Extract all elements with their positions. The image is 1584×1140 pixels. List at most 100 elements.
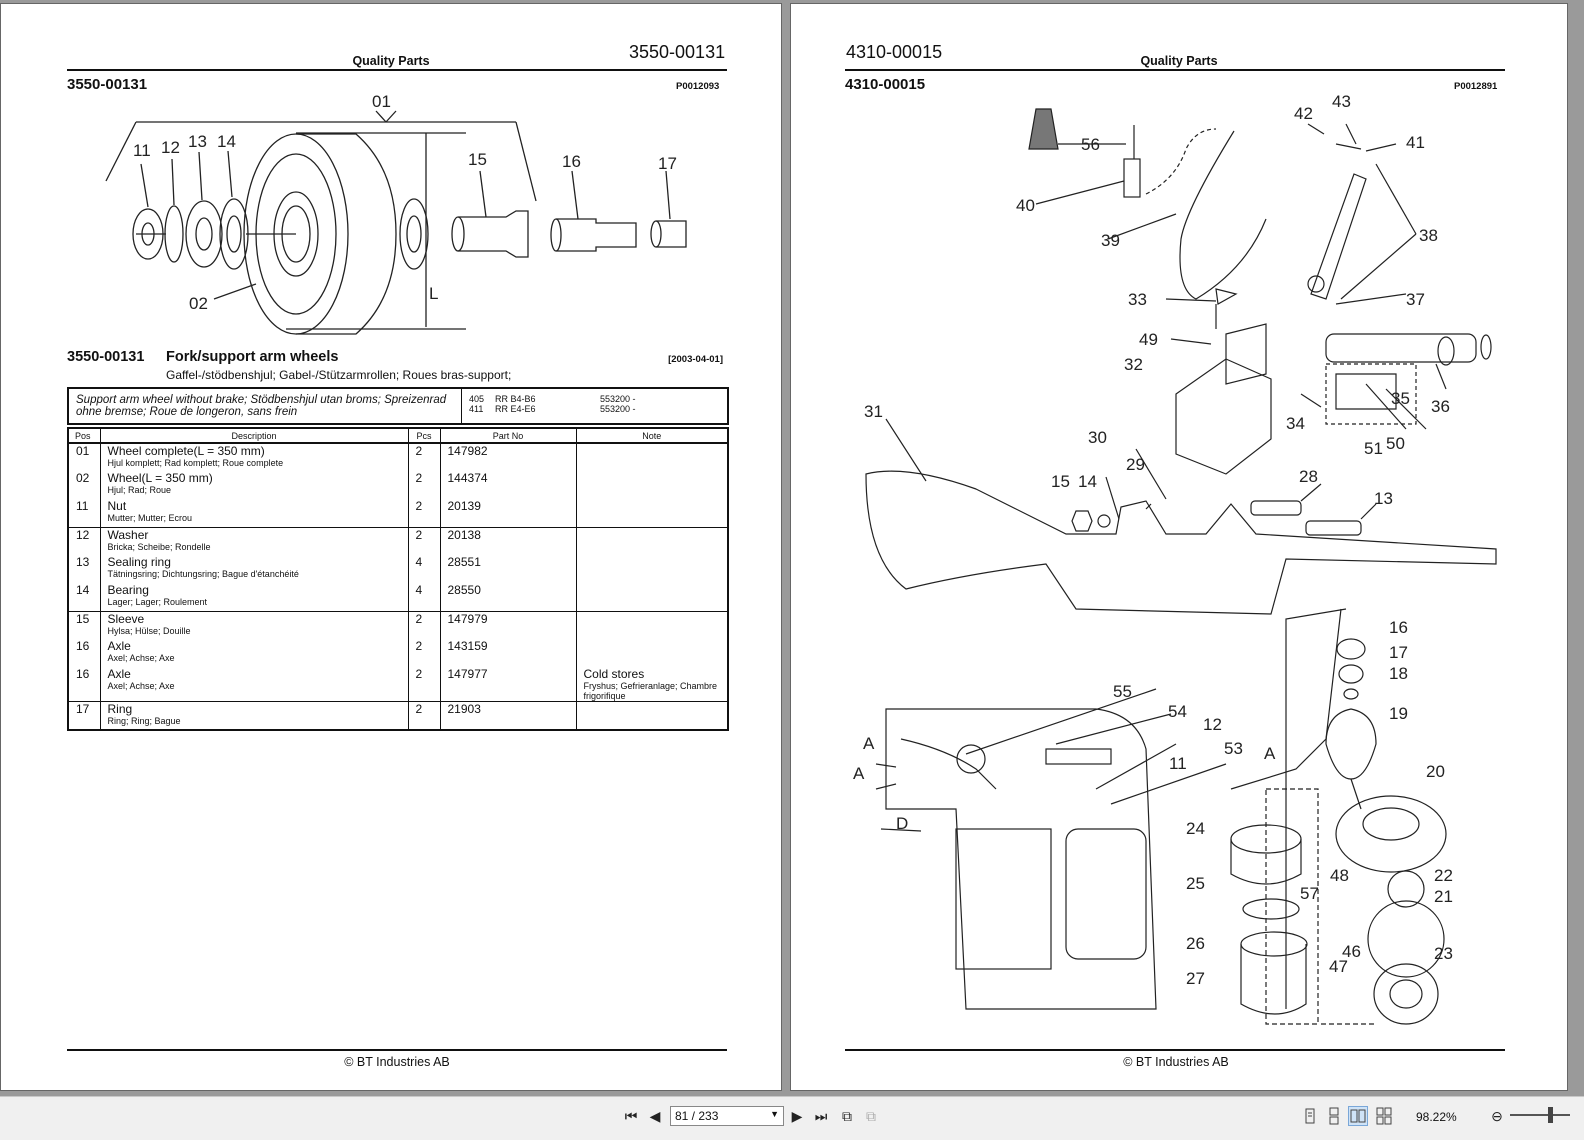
zoom-slider-handle[interactable] — [1548, 1107, 1553, 1123]
svg-text:16: 16 — [562, 152, 581, 171]
cell-pos: 15 — [76, 611, 90, 626]
last-page-icon[interactable]: ⏭ — [814, 1108, 828, 1124]
svg-text:41: 41 — [1406, 133, 1425, 152]
back-view-icon[interactable]: ⧉ — [842, 1108, 852, 1124]
page-number-select[interactable]: 81 / 233 ▼ — [670, 1106, 784, 1126]
cell-pcs: 2 — [407, 471, 440, 499]
svg-text:34: 34 — [1286, 414, 1305, 433]
box-divider — [461, 389, 462, 423]
cell-part-no: 20138 — [439, 527, 576, 555]
applicability-description: Support arm wheel without brake; Stödben… — [76, 394, 447, 418]
previous-page-icon[interactable]: ◀ — [649, 1108, 661, 1124]
svg-text:23: 23 — [1434, 944, 1453, 963]
header-group-code: 4310-00015 — [845, 76, 926, 93]
footer-rule — [845, 1049, 1505, 1051]
header-rule — [845, 69, 1505, 71]
svg-text:48: 48 — [1330, 866, 1349, 885]
steering-assembly-diagram: 56 40 39 42 43 41 38 37 33 49 32 34 35 3… — [846, 89, 1511, 1029]
cell-note — [575, 639, 728, 667]
cell-part-no: 21903 — [439, 701, 576, 730]
cell-pcs: 4 — [407, 583, 440, 612]
desc-translations: Bricka; Scheibe; Rondelle — [107, 541, 211, 552]
cell-pos: 14 — [68, 583, 100, 612]
desc-translations: Axel; Achse; Axe — [107, 653, 175, 663]
pdf-page-right: 4310-00015 Quality Parts 4310-00015 P001… — [790, 3, 1568, 1091]
cell-part-no: 147979 — [439, 611, 576, 639]
svg-text:50: 50 — [1386, 434, 1405, 453]
desc-main: Wheel(L = 350 mm) — [107, 471, 213, 485]
model-range: RR E4-E6 — [495, 404, 536, 414]
header-description: Description — [99, 428, 408, 444]
zoom-slider[interactable] — [1510, 1114, 1570, 1116]
svg-text:11: 11 — [1169, 754, 1187, 773]
desc-main: Wheel complete(L = 350 mm) — [107, 444, 265, 458]
svg-text:29: 29 — [1126, 455, 1145, 474]
svg-text:49: 49 — [1139, 330, 1158, 349]
svg-text:35: 35 — [1391, 389, 1410, 408]
cell-note — [575, 583, 728, 612]
cell-description: Wheel(L = 350 mm)Hjul; Rad; Roue — [99, 471, 408, 499]
cell-description: Wheel complete(L = 350 mm)Hjul komplett;… — [99, 443, 408, 471]
svg-text:27: 27 — [1186, 969, 1205, 988]
cell-note — [575, 611, 728, 639]
next-page-icon[interactable]: ▶ — [791, 1108, 803, 1124]
svg-text:21: 21 — [1434, 887, 1453, 906]
cell-pcs: 2 — [407, 527, 440, 555]
svg-text:17: 17 — [658, 154, 677, 173]
cell-pos: 12 — [76, 527, 90, 542]
svg-text:15: 15 — [1051, 472, 1070, 491]
svg-text:20: 20 — [1426, 762, 1445, 781]
cell-pcs: 2 — [407, 701, 440, 730]
continuous-facing-view-icon[interactable] — [1374, 1106, 1394, 1126]
svg-text:33: 33 — [1128, 290, 1147, 309]
cell-note — [575, 443, 728, 471]
cell-pcs: 2 — [407, 667, 440, 702]
svg-text:11: 11 — [133, 141, 151, 160]
model-list: 405 RR B4-B6 553200 - 411 RR E4-E6 55320… — [469, 394, 636, 414]
svg-text:46: 46 — [1342, 942, 1361, 961]
svg-text:57: 57 — [1300, 884, 1319, 903]
forward-view-icon[interactable]: ⧉ — [866, 1108, 876, 1124]
cell-pcs: 2 — [407, 443, 440, 471]
desc-translations: Hjul; Rad; Roue — [107, 485, 172, 495]
svg-text:D: D — [896, 814, 908, 833]
cell-pcs: 2 — [407, 611, 440, 639]
desc-main: Ring — [107, 702, 133, 716]
svg-text:42: 42 — [1294, 104, 1313, 123]
facing-pages-view-icon[interactable] — [1348, 1106, 1368, 1126]
desc-main: Nut — [107, 499, 127, 513]
desc-main: Washer — [107, 527, 149, 542]
zoom-level[interactable]: 98.22% — [1416, 1110, 1457, 1124]
svg-text:47: 47 — [1329, 957, 1348, 976]
cell-pcs: 2 — [407, 499, 440, 528]
cell-part-no: 144374 — [439, 471, 576, 499]
section-subtitle: Gaffel-/stödbenshjul; Gabel-/Stützarmrol… — [166, 368, 512, 382]
svg-text:55: 55 — [1113, 682, 1132, 701]
desc-translations: Axel; Achse; Axe — [107, 681, 175, 691]
desc-translations: Ring; Ring; Bague — [107, 716, 181, 726]
svg-text:02: 02 — [189, 294, 208, 313]
svg-text:51: 51 — [1364, 439, 1383, 458]
svg-text:53: 53 — [1224, 739, 1243, 758]
continuous-view-icon[interactable] — [1324, 1106, 1344, 1126]
desc-translations: Mutter; Mutter; Ecrou — [107, 513, 193, 523]
first-page-icon[interactable]: ⏮ — [624, 1108, 638, 1124]
model-serial: 553200 - — [600, 404, 636, 414]
header-drawing-ref: P0012891 — [1454, 81, 1498, 92]
single-page-view-icon[interactable] — [1300, 1106, 1320, 1126]
svg-text:28: 28 — [1299, 467, 1318, 486]
model-serial: 553200 - — [600, 394, 636, 404]
svg-text:38: 38 — [1419, 226, 1438, 245]
zoom-out-icon[interactable]: ⊖ — [1491, 1108, 1503, 1124]
header-group-code: 3550-00131 — [67, 76, 148, 93]
